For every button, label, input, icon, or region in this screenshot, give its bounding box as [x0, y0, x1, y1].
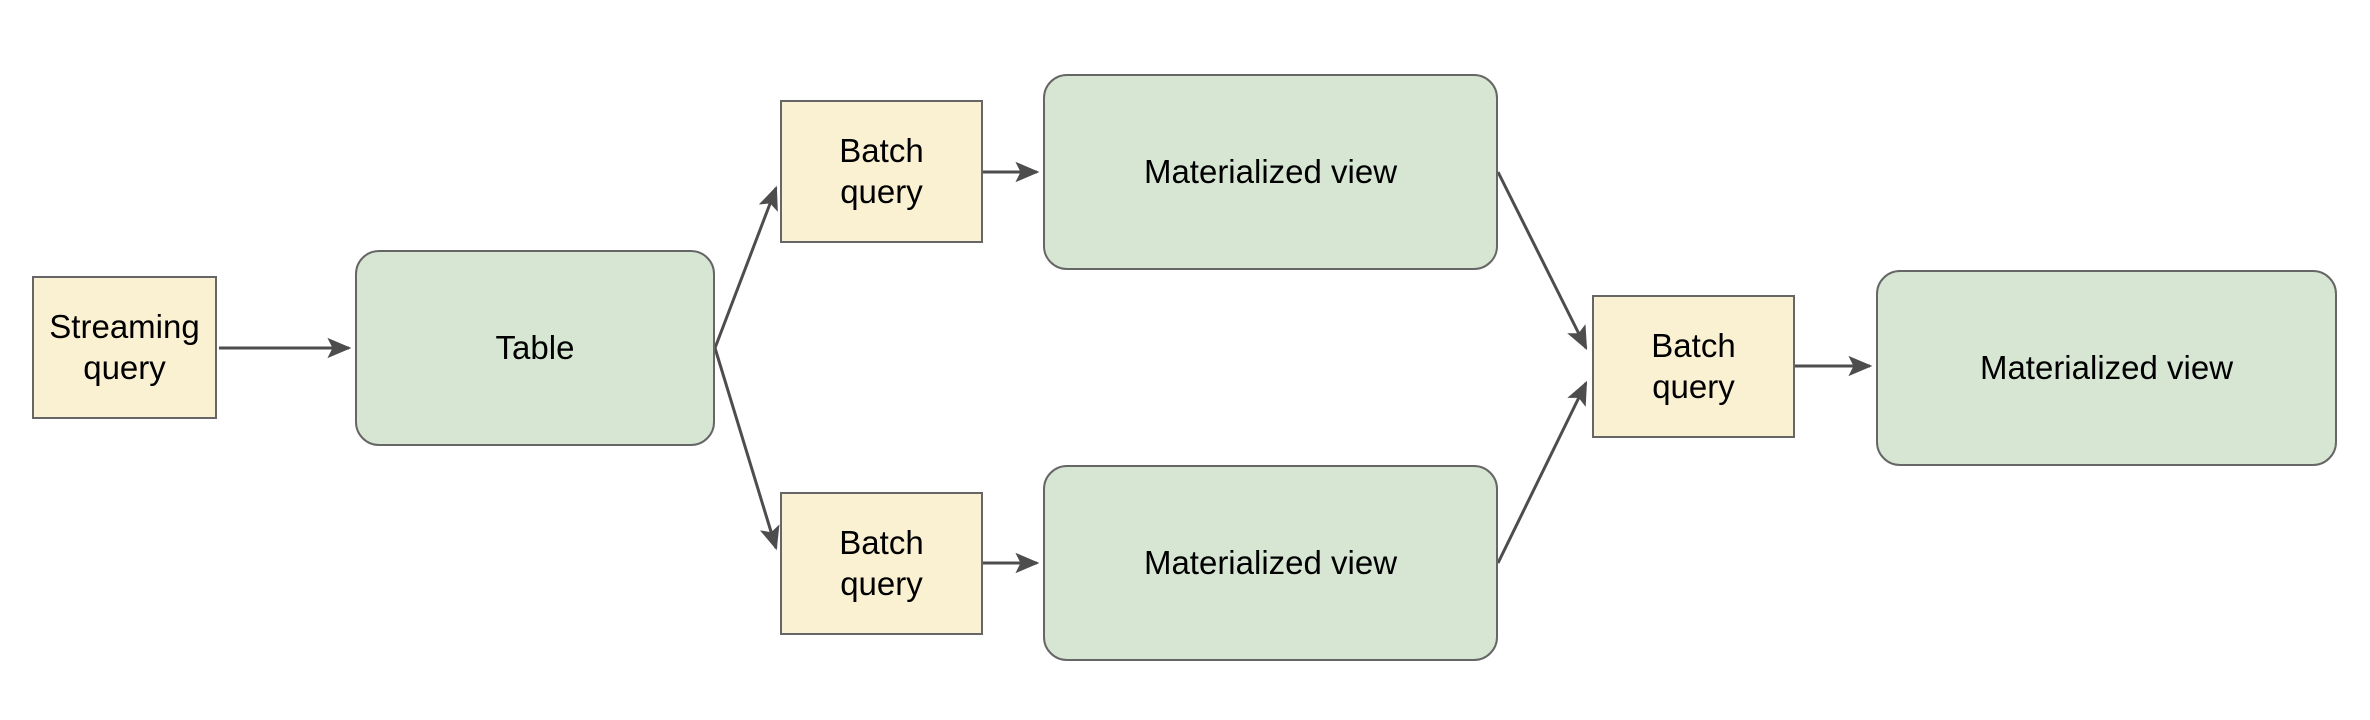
edge-table-to-batch-bottom	[713, 347, 780, 551]
edge-mv-bottom-to-batch-join	[1496, 380, 1588, 564]
node-batch-query-bottom[interactable]: Batch query	[780, 492, 983, 635]
node-materialized-view-final[interactable]: Materialized view	[1876, 270, 2337, 466]
node-label: Materialized view	[1979, 348, 2234, 386]
node-label: Batch query	[839, 524, 924, 602]
node-materialized-view-bottom[interactable]: Materialized view	[1043, 465, 1498, 661]
node-label: Streaming query	[49, 308, 200, 386]
node-materialized-view-top[interactable]: Materialized view	[1043, 74, 1498, 270]
edge-table-to-batch-top	[713, 185, 778, 349]
node-label: Materialized view	[1143, 152, 1398, 190]
node-streaming-query[interactable]: Streaming query	[32, 276, 217, 419]
node-batch-query-join[interactable]: Batch query	[1592, 295, 1795, 438]
node-label: Batch query	[839, 132, 924, 210]
node-batch-query-top[interactable]: Batch query	[780, 100, 983, 243]
node-label: Table	[495, 328, 575, 366]
node-label: Materialized view	[1143, 543, 1398, 581]
node-table[interactable]: Table	[355, 250, 715, 446]
node-label: Batch query	[1651, 327, 1736, 405]
edge-mv-top-to-batch-join	[1496, 171, 1588, 351]
